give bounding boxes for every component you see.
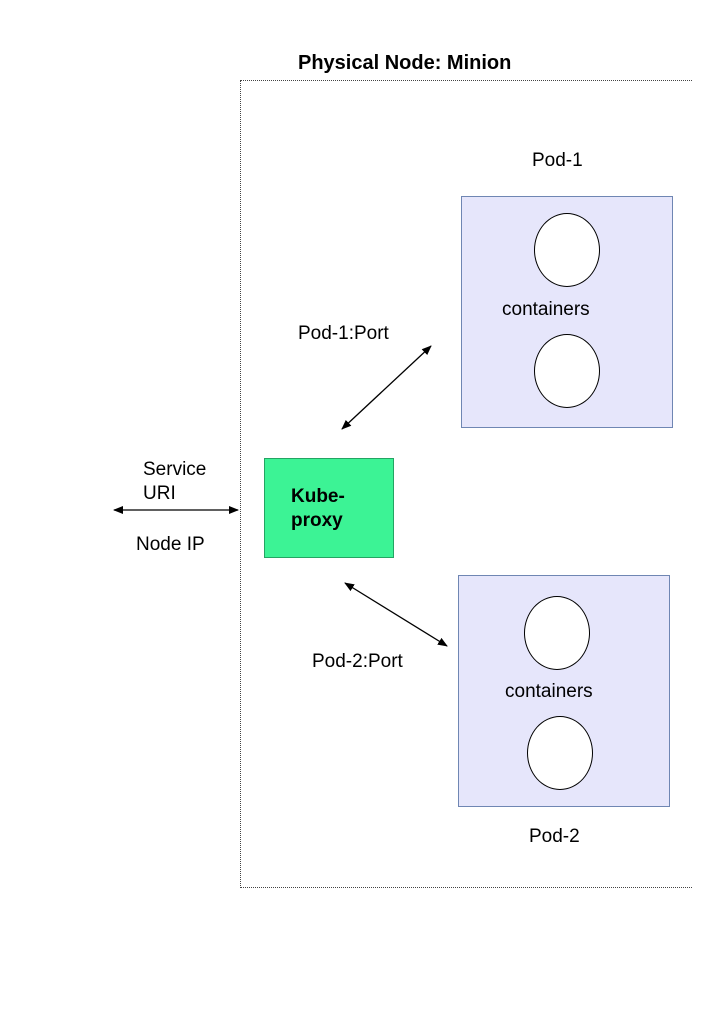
pod-1-containers-label: containers [502,299,590,320]
service-uri-line1: Service [143,459,207,480]
node-ip-label: Node IP [136,534,205,555]
pod-1-arrow [341,345,432,430]
physical-node-frame [240,80,692,888]
service-uri-label: Service URI [143,458,206,506]
kube-proxy-line1: Kube- [291,486,345,507]
node-title: Physical Node: Minion [298,52,512,74]
pod-2-arrow [344,582,448,647]
pod-2-port-label: Pod-2:Port [312,651,403,672]
pod-2-label: Pod-2 [529,826,580,847]
kube-proxy-label: Kube- proxy [291,485,391,533]
pod-1-label: Pod-1 [532,150,583,171]
pod-1-container-bottom [534,334,600,408]
kube-proxy-box: Kube- proxy [264,458,394,558]
pod-2-container-bottom [527,716,593,790]
kube-proxy-line2: proxy [291,510,343,531]
service-uri-line2: URI [143,483,176,504]
pod-1-port-label: Pod-1:Port [298,323,389,344]
pod-1-container-top [534,213,600,287]
pod-2-containers-label: containers [505,681,593,702]
pod-2-container-top [524,596,590,670]
